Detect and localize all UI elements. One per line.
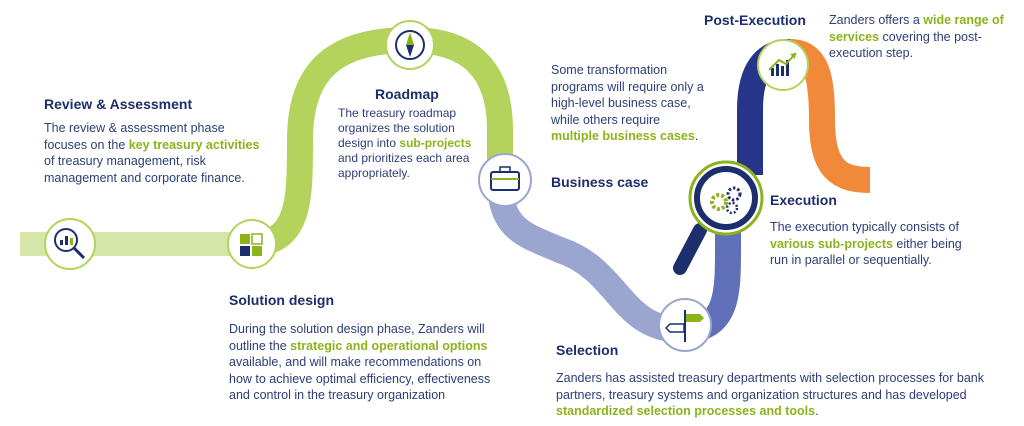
roadmap-title: Roadmap bbox=[375, 86, 439, 102]
execution-description: The execution typically consists of vari… bbox=[770, 219, 970, 269]
solution-text: During the solution design phase, Zander… bbox=[229, 322, 485, 353]
selection-description: Zanders has assisted treasury department… bbox=[556, 370, 996, 420]
solution-title: Solution design bbox=[229, 292, 334, 308]
review-text: The review & assessment phase focuses on… bbox=[44, 121, 225, 152]
business-case-description: Some transformation programs will requir… bbox=[551, 62, 711, 145]
execution-magnifier-handle bbox=[673, 223, 707, 275]
growth-chart-icon bbox=[757, 39, 809, 91]
post-execution-title: Post-Execution bbox=[704, 12, 806, 28]
execution-text-end: either being run in parallel or sequenti… bbox=[770, 236, 962, 268]
business-case-text-end: . bbox=[694, 129, 699, 143]
post-execution-text-end: covering the post-execution step. bbox=[829, 29, 982, 61]
business-case-highlight: multiple business cases bbox=[551, 129, 695, 143]
selection-highlight: standardized selection processes and too… bbox=[556, 404, 816, 418]
solution-description: During the solution design phase, Zander… bbox=[229, 321, 504, 404]
compass-icon bbox=[385, 20, 435, 70]
review-title: Review & Assessment bbox=[44, 96, 193, 112]
solution-text-end: available, and will make recommendations… bbox=[229, 355, 491, 402]
execution-text: The execution typically consists of bbox=[770, 220, 959, 234]
review-text-end: of treasury management, risk management … bbox=[44, 154, 245, 185]
selection-text-end: . bbox=[815, 404, 819, 418]
gears-magnifier-icon bbox=[688, 160, 764, 236]
selection-title: Selection bbox=[556, 342, 619, 358]
business-case-text: Some transformation programs will requir… bbox=[551, 63, 704, 127]
roadmap-text-end: and prioritizes each area appropriately. bbox=[338, 151, 470, 180]
briefcase-icon bbox=[478, 153, 532, 207]
roadmap-highlight: sub-projects bbox=[399, 136, 472, 150]
solution-highlight: strategic and operational options bbox=[290, 338, 488, 353]
path-segment-orange bbox=[788, 39, 871, 193]
selection-text: Zanders has assisted treasury department… bbox=[556, 371, 984, 402]
roadmap-description: The treasury roadmap organizes the solut… bbox=[338, 106, 488, 181]
puzzle-icon bbox=[227, 219, 277, 269]
post-execution-description: Zanders offers a wide range of services … bbox=[829, 12, 1004, 62]
post-execution-highlight: wide range of services bbox=[829, 13, 1004, 44]
roadmap-text: The treasury roadmap organizes the solut… bbox=[338, 106, 457, 150]
magnifier-chart-icon bbox=[44, 218, 96, 270]
execution-highlight: various sub-projects bbox=[770, 236, 893, 251]
signpost-icon bbox=[658, 298, 712, 352]
business-case-title: Business case bbox=[551, 174, 649, 190]
post-execution-text: Zanders offers a bbox=[829, 13, 924, 27]
path-segment-solution bbox=[249, 26, 513, 257]
path-segment-selection bbox=[487, 179, 684, 343]
review-highlight: key treasury activities bbox=[128, 137, 260, 152]
execution-title: Execution bbox=[770, 192, 837, 208]
review-description: The review & assessment phase focuses on… bbox=[44, 120, 264, 186]
